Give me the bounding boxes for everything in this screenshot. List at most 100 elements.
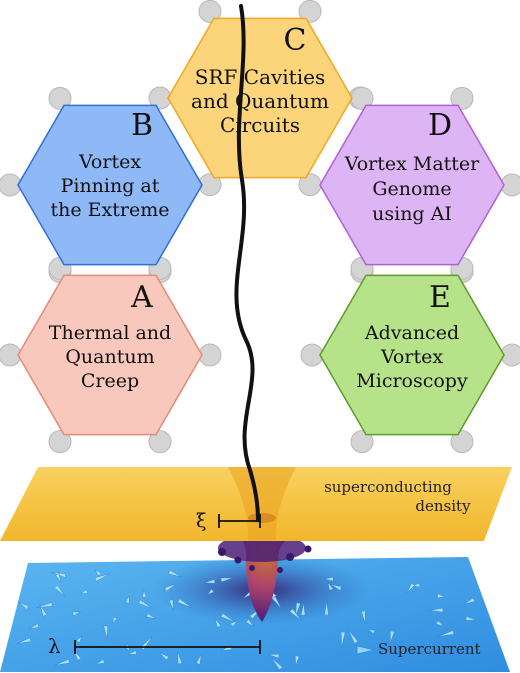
supercurrent-arrow: [94, 569, 102, 577]
supercurrent-arrow: [295, 655, 300, 666]
supercurrent-arrow: [75, 635, 83, 644]
xi-symbol: ξ: [196, 510, 206, 532]
supercurrent-arrow: [436, 593, 446, 598]
hexagon-text-line: Genome: [372, 178, 451, 200]
supercurrent-arrow: [112, 616, 118, 625]
supercurrent-arrow: [96, 659, 105, 665]
supercurrent-arrow: [324, 601, 329, 616]
supercurrent-arrow: [17, 637, 32, 644]
supercurrent-arrow: [214, 618, 222, 628]
xi-scale-bar: [218, 514, 261, 528]
lattice-node: [148, 430, 172, 454]
supercurrent-arrow: [340, 631, 346, 648]
hexagon-text-line: the Extreme: [51, 199, 170, 221]
supercurrent-arrow: [138, 599, 153, 609]
hexagon-text-line: using AI: [372, 203, 452, 225]
supercurrent-arrow: [207, 588, 215, 595]
lattice-node: [298, 0, 322, 23]
lattice-node: [450, 86, 474, 110]
hexagon-letter: A: [130, 280, 153, 315]
supercurrent-arrow: [220, 577, 233, 583]
supercurrent-arrow: [463, 597, 476, 605]
supercurrent-arrow: [168, 599, 174, 610]
supercurrent-label: Supercurrent: [378, 640, 481, 658]
density-label-line1: superconducting: [324, 478, 452, 496]
supercurrent-arrow: [18, 602, 30, 610]
supercurrent-arrow: [177, 598, 193, 609]
hexagon-text-line: Circuits: [220, 113, 300, 137]
hexagon-text-line: Advanced: [364, 322, 459, 344]
supercurrent-arrow: [465, 616, 476, 621]
supercurrent-arrow: [435, 620, 445, 627]
supercurrent-arrow: [324, 576, 334, 582]
lambda-symbol: λ: [48, 634, 61, 658]
supercurrent-arrow: [54, 584, 66, 597]
supercurrent-arrow: [103, 625, 108, 640]
hexagon-shape: [17, 104, 203, 266]
supercurrent-arrow: [29, 623, 40, 630]
hexagon-text-line: Quantum: [65, 346, 154, 368]
supercurrent-arrow: [300, 602, 306, 616]
supercurrent-arrow: [367, 629, 376, 635]
hexagon-letter: D: [428, 108, 452, 143]
supercurrent-arrow: [36, 602, 53, 608]
density-label-line2: density: [415, 497, 471, 515]
hexagon-shape: [319, 104, 505, 266]
supercurrent-arrow: [55, 573, 61, 583]
hexagon-shape: [167, 17, 353, 179]
hexagon-letter: B: [131, 108, 153, 143]
supercurrent-arrow: [94, 573, 111, 582]
lattice-node: [198, 0, 222, 23]
supercurrent-arrow: [289, 608, 302, 621]
supercurrent-arrow: [72, 611, 81, 617]
hexagon-text-line: SRF Cavities: [195, 65, 325, 89]
hexagon-text-line: and Quantum: [191, 89, 329, 113]
supercurrent-arrow: [125, 594, 130, 604]
hexagon-text-line: Vortex: [78, 151, 141, 173]
supercurrent-arrow: [204, 579, 216, 584]
lambda-scale-bar: [74, 640, 261, 654]
supercurrent-arrow: [348, 629, 359, 644]
supercurrent-arrow: [159, 652, 170, 661]
vortex-line: [234, 4, 260, 522]
supercurrent-arrow: [230, 620, 238, 627]
supercurrent-arrow: [168, 569, 182, 578]
lattice-node: [450, 430, 474, 454]
supercurrent-arrow: [245, 618, 254, 627]
supercurrent-arrow: [127, 650, 137, 655]
supercurrent-arrow: [195, 654, 202, 665]
supercurrent-arrow: [177, 651, 183, 665]
supercurrent-arrow: [164, 583, 177, 592]
lattice-node: [48, 86, 72, 110]
supercurrent-arrow: [54, 658, 70, 666]
hexagon-text-line: Microscopy: [356, 370, 468, 392]
hexagon-text-line: Vortex: [380, 346, 443, 368]
hexagon-letter: E: [429, 280, 451, 315]
supercurrent-arrow: [145, 612, 156, 619]
supercurrent-arrow-icon: [356, 645, 375, 655]
supercurrent-arrow: [330, 584, 342, 591]
supercurrent-arrow: [327, 582, 334, 591]
hexagon-text-line: Vortex Matter: [344, 153, 480, 175]
lattice-node: [350, 430, 374, 454]
supercurrent-arrow: [79, 589, 89, 594]
lattice-node: [48, 430, 72, 454]
hexagon-shape: [17, 274, 203, 436]
supercurrent-arrow: [295, 602, 301, 617]
supercurrent-arrow: [361, 610, 366, 624]
supercurrent-arrow: [407, 582, 416, 593]
supercurrent-arrow: [142, 589, 147, 598]
supercurrent-arrow: [220, 613, 235, 623]
hexagon-text-line: Pinning at: [61, 175, 160, 197]
hexagon-letter: C: [284, 23, 307, 58]
supercurrent-arrows: [17, 569, 476, 671]
supercurrent-arrow: [271, 657, 283, 671]
supercurrent-arrow: [268, 654, 280, 659]
supercurrent-arrow: [390, 630, 395, 644]
